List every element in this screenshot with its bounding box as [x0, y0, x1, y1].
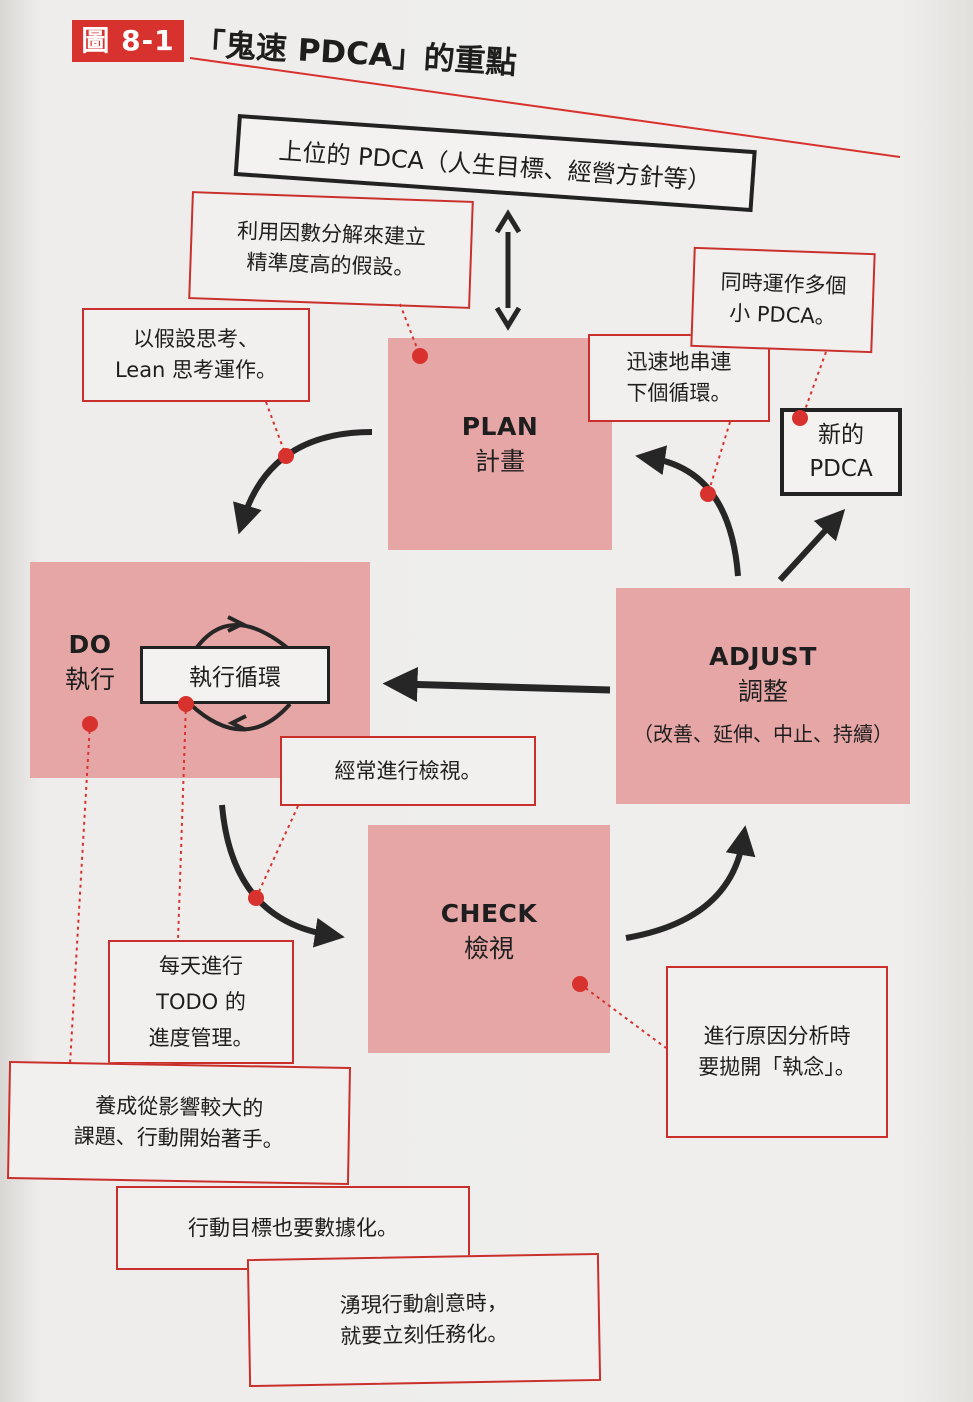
note-daily-line-2: TODO 的 [156, 990, 246, 1014]
note-root-cause: 進行原因分析時 要拋開「執念」。 [666, 966, 888, 1138]
note-quick-link: 迅速地串連 下個循環。 [588, 334, 770, 422]
note-quantify: 行動目標也要數據化。 [116, 1186, 470, 1270]
note-root-cause-line-2: 要拋開「執念」。 [698, 1055, 856, 1079]
adjust-options: （改善、延伸、中止、持續） [633, 722, 893, 746]
adjust-plan-arrow-dot [700, 486, 716, 502]
note-hypothesis-line-2: Lean 思考運作。 [114, 358, 278, 382]
note-hypothesis-line-1: 以假設思考、 [133, 327, 259, 351]
note-daily-todo: 每天進行 TODO 的 進度管理。 [108, 940, 294, 1064]
figure-tag: 圖 8-1 [72, 20, 184, 62]
check-stage: CHECK 檢視 [368, 825, 610, 1053]
adjust-title: ADJUST [709, 642, 817, 671]
vertical-double-arrow [494, 209, 522, 331]
new-pdca-box: 新的 PDCA [780, 408, 902, 496]
note-hypothesis: 以假設思考、 Lean 思考運作。 [82, 308, 310, 402]
note-quick-link-line-2: 下個循環。 [626, 381, 732, 405]
note-quantify-line-1: 行動目標也要數據化。 [188, 1215, 398, 1240]
do-title: DO [68, 630, 112, 659]
exec-cycle-label: 執行循環 [189, 665, 281, 691]
do-subtitle: 執行 [64, 665, 115, 694]
plan-title: PLAN [461, 412, 539, 441]
plan-do-arrow-dot [278, 448, 294, 464]
adjust-subtitle: 調整 [737, 677, 788, 706]
adjust-to-new-pdca-arrow [777, 508, 846, 583]
adjust-to-do-arrow [382, 667, 611, 702]
new-pdca-line-1: 新的 [818, 422, 864, 448]
plan-dot [412, 348, 428, 364]
check-title: CHECK [440, 899, 538, 928]
new-pdca-line-2: PDCA [809, 456, 873, 482]
exec-cycle-box: 執行循環 [140, 646, 330, 704]
plan-stage: PLAN 計畫 [388, 338, 612, 550]
adjust-stage: ADJUST 調整 （改善、延伸、中止、持續） [616, 588, 910, 804]
check-to-adjust-arrow [625, 825, 756, 941]
note-root-cause-line-1: 進行原因分析時 [703, 1024, 851, 1048]
note-quick-link-line-1: 迅速地串連 [626, 350, 732, 374]
note-frequent-review-line-1: 經常進行檢視。 [334, 758, 482, 783]
note-daily-line-1: 每天進行 [159, 954, 243, 978]
do-dot [82, 716, 98, 732]
exec-cycle-dot [178, 696, 194, 712]
plan-subtitle: 計畫 [474, 447, 525, 476]
do-check-arrow-dot [248, 890, 264, 906]
check-dot [572, 976, 588, 992]
new-pdca-dot [792, 410, 808, 426]
note-daily-line-3: 進度管理。 [148, 1026, 254, 1050]
note-frequent-review: 經常進行檢視。 [280, 736, 536, 806]
check-subtitle: 檢視 [463, 934, 514, 963]
